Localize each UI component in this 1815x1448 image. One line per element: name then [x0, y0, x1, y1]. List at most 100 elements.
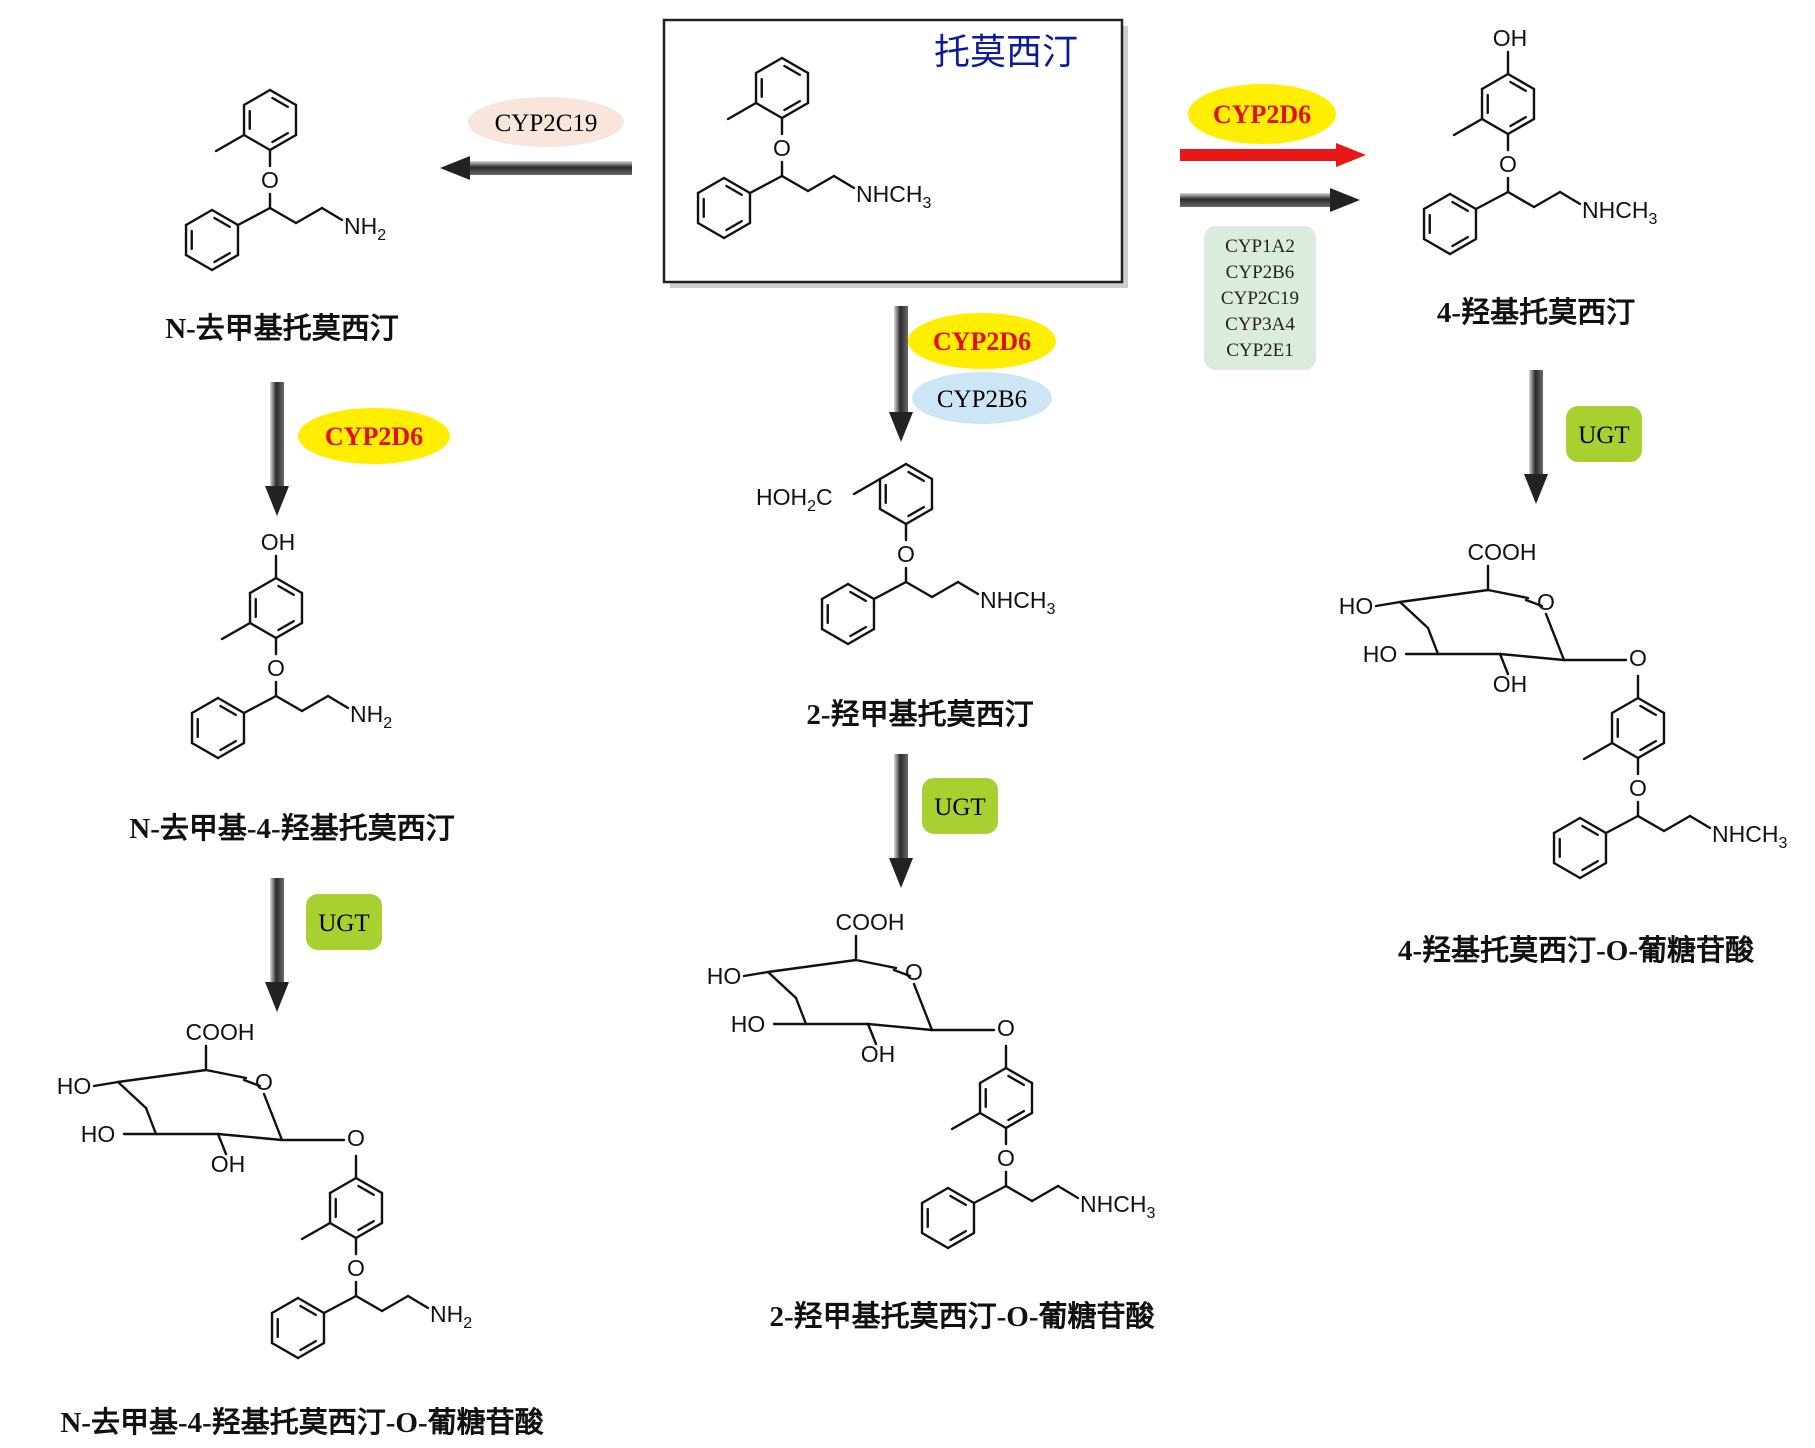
- hydroxy4-structure: O OH NHCH3: [1422, 25, 1657, 256]
- amine-label-main: NH: [430, 1301, 463, 1327]
- caption-hydroxy4-gluc: 4-羟基托莫西汀-O-葡糖苷酸: [1398, 933, 1755, 967]
- ch2oh-main: HOH: [756, 484, 807, 510]
- amine-label-main: NH: [350, 701, 383, 727]
- ether-oxygen: O: [897, 541, 915, 567]
- minor-enzyme-3: CYP3A4: [1225, 314, 1295, 335]
- hydroxyl-3: HO: [1363, 641, 1398, 667]
- enzyme-cyp2d6-center-label: CYP2D6: [933, 327, 1031, 356]
- amine-label-main: NHCH: [856, 181, 922, 207]
- amine-label: NHCH3: [1712, 821, 1787, 852]
- amine-label-subscript: 3: [1648, 211, 1657, 228]
- ether-oxygen: O: [1629, 775, 1647, 801]
- amine-label: NHCH3: [1080, 1191, 1155, 1222]
- enzyme-cyp2b6-label: CYP2B6: [937, 386, 1027, 413]
- hydroxyl-4: HO: [707, 963, 742, 989]
- hydroxyl-2: OH: [211, 1151, 246, 1177]
- ether-oxygen: O: [347, 1255, 365, 1281]
- ch2oh-subscript: 2: [807, 498, 816, 515]
- amine-label: NH2: [344, 213, 386, 244]
- arrow-right-ugt: [1524, 370, 1548, 504]
- hydroxyl-2: OH: [861, 1041, 896, 1067]
- amine-label-subscript: 3: [922, 195, 931, 212]
- hydroxyl-2: OH: [1493, 671, 1528, 697]
- hydroxy4-gluc-aglycone: O NHCH3: [1552, 674, 1787, 880]
- amine-label-main: NHCH: [1080, 1191, 1146, 1217]
- amine-label-main: NHCH: [1712, 821, 1778, 847]
- glycosidic-oxygen: O: [997, 1015, 1015, 1041]
- parent-structure: O NHCH3: [696, 56, 931, 240]
- carboxyl-label: COOH: [186, 1019, 255, 1045]
- enzyme-ugt-left-label: UGT: [318, 910, 369, 937]
- hydroxyl-4: HO: [1339, 593, 1374, 619]
- caption-n-desmethyl-4oh: N-去甲基-4-羟基托莫西汀: [129, 811, 454, 845]
- ring-oxygen: O: [1537, 589, 1555, 615]
- arrow-left-ugt: [265, 878, 289, 1012]
- arrow-minor-4-hydroxy: [1180, 188, 1360, 212]
- enzyme-cyp2d6-center: CYP2D6: [908, 313, 1056, 369]
- parent-box: 托莫西汀: [662, 18, 1128, 288]
- caption-n-desmethyl-4oh-gluc: N-去甲基-4-羟基托莫西汀-O-葡糖苷酸: [60, 1405, 544, 1439]
- enzyme-cyp2d6-left-label: CYP2D6: [325, 422, 423, 451]
- enzyme-ugt-right-label: UGT: [1578, 422, 1629, 449]
- ether-oxygen: O: [997, 1145, 1015, 1171]
- enzyme-cyp2d6-left: CYP2D6: [298, 408, 450, 464]
- enzyme-cyp2d6-major-label: CYP2D6: [1213, 100, 1311, 129]
- amine-label-main: NHCH: [1582, 197, 1648, 223]
- arrow-to-n-desmethyl: [440, 156, 632, 180]
- carboxyl-label: COOH: [836, 909, 905, 935]
- arrow-major-cyp2d6: [1180, 143, 1366, 167]
- n-desmethyl-4oh-gluc-aglycone: O NH2: [270, 1154, 472, 1360]
- minor-enzyme-4: CYP2E1: [1226, 340, 1294, 361]
- amine-label: NHCH3: [856, 181, 931, 212]
- arrow-center-ugt: [889, 754, 913, 888]
- minor-enzyme-2: CYP2C19: [1221, 288, 1299, 309]
- ring-oxygen: O: [905, 959, 923, 985]
- para-hydroxyl: OH: [1493, 25, 1528, 51]
- enzyme-ugt-right: UGT: [1566, 406, 1642, 462]
- ether-oxygen: O: [261, 167, 279, 193]
- hydroxyl-3: HO: [81, 1121, 116, 1147]
- amine-label-subscript: 2: [463, 1315, 472, 1332]
- arrow-center-cyp: [889, 306, 913, 442]
- amine-label-subscript: 3: [1046, 601, 1055, 618]
- minor-enzyme-0: CYP1A2: [1225, 236, 1295, 257]
- parent-title: 托莫西汀: [934, 32, 1078, 73]
- hydroxyl-3: HO: [731, 1011, 766, 1037]
- enzyme-cyp2c19: CYP2C19: [468, 97, 624, 147]
- amine-label-main: NH: [344, 213, 377, 239]
- minor-enzyme-1: CYP2B6: [1226, 262, 1295, 283]
- enzyme-cyp2b6: CYP2B6: [912, 372, 1052, 424]
- ether-oxygen: O: [773, 135, 791, 161]
- n-desmethyl-structure: O NH2: [184, 88, 386, 272]
- ether-oxygen: O: [1499, 151, 1517, 177]
- arrow-left-cyp2d6: [265, 382, 289, 516]
- amine-label-subscript: 2: [383, 715, 392, 732]
- para-hydroxyl: OH: [261, 529, 296, 555]
- amine-label-main: NHCH: [980, 587, 1046, 613]
- amine-label: NHCH3: [980, 587, 1055, 618]
- amine-label-subscript: 3: [1778, 835, 1787, 852]
- amine-label-subscript: 3: [1146, 1205, 1155, 1222]
- enzyme-cyp2d6-major: CYP2D6: [1188, 84, 1336, 144]
- caption-hydroxymethyl-gluc: 2-羟甲基托莫西汀-O-葡糖苷酸: [769, 1299, 1155, 1333]
- caption-n-desmethyl: N-去甲基托莫西汀: [165, 312, 399, 345]
- caption-hydroxy4: 4-羟基托莫西汀: [1437, 295, 1635, 329]
- hydroxyl-4: HO: [57, 1073, 92, 1099]
- enzyme-ugt-center-label: UGT: [934, 794, 985, 821]
- glycosidic-oxygen: O: [1629, 645, 1647, 671]
- caption-hydroxymethyl: 2-羟甲基托莫西汀: [806, 697, 1033, 731]
- hydroxymethyl-gluc-aglycone: O NHCH3: [920, 1044, 1155, 1250]
- amine-label-subscript: 2: [377, 227, 386, 244]
- glycosidic-oxygen: O: [347, 1125, 365, 1151]
- amine-label: NHCH3: [1582, 197, 1657, 228]
- ring-oxygen: O: [255, 1069, 273, 1095]
- enzyme-ugt-left: UGT: [306, 894, 382, 950]
- enzyme-cyp2c19-label: CYP2C19: [495, 110, 598, 137]
